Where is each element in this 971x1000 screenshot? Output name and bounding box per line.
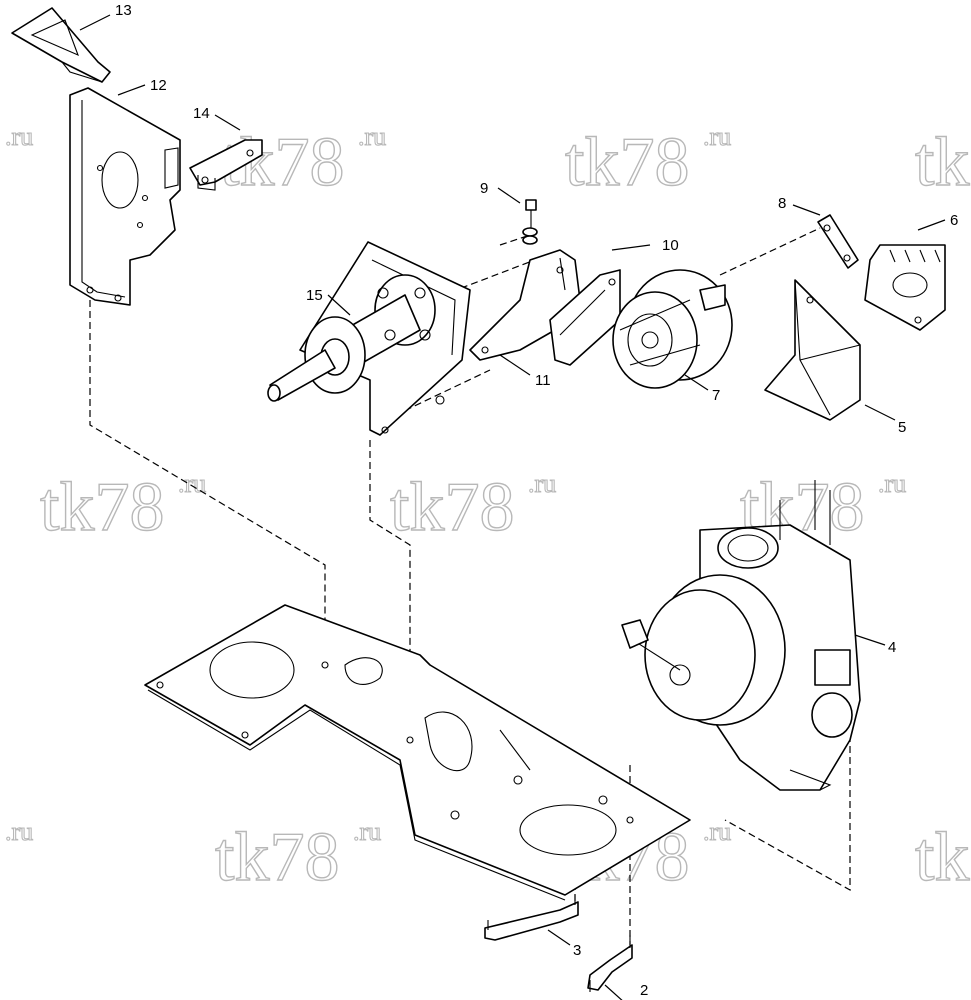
leader-lines xyxy=(79,14,946,1000)
part-6-slotted-plate xyxy=(864,244,946,331)
part-2-strap xyxy=(587,935,633,992)
svg-text:.ru: .ru xyxy=(5,817,33,846)
callout-15: 15 xyxy=(306,287,323,304)
part-13-gusset xyxy=(11,7,111,83)
watermark: tk78 xyxy=(914,123,971,201)
part-7-alternator xyxy=(612,269,733,389)
callout-14: 14 xyxy=(193,105,210,122)
svg-text:.ru: .ru xyxy=(703,817,731,846)
part-15-shaft-housing xyxy=(267,241,471,436)
callout-4: 4 xyxy=(888,639,896,656)
callout-13: 13 xyxy=(115,2,132,19)
part-9-bolt xyxy=(522,199,538,245)
svg-text:tk78: tk78 xyxy=(390,469,514,546)
svg-text:.ru: .ru xyxy=(528,469,556,498)
callout-10: 10 xyxy=(662,237,679,254)
part-14-bracket xyxy=(189,139,263,191)
part-12-mounting-plate xyxy=(69,87,181,306)
watermarks: tk78 .ru tk78 .ru tk78 .ru tk78 .ru tk78… xyxy=(4,121,971,896)
watermark: tk78 .ru xyxy=(564,121,731,201)
part-3-strap xyxy=(484,895,579,941)
svg-text:tk78: tk78 xyxy=(565,124,689,201)
svg-text:tk78: tk78 xyxy=(915,819,971,896)
svg-text:tk78: tk78 xyxy=(215,819,339,896)
callout-9: 9 xyxy=(480,180,488,197)
watermark: tk78 .ru xyxy=(214,816,381,896)
part-8-strap xyxy=(817,214,859,269)
callout-6: 6 xyxy=(950,212,958,229)
part-11-bracket xyxy=(469,249,581,361)
callout-12: 12 xyxy=(150,77,167,94)
callout-3: 3 xyxy=(573,942,581,959)
callout-8: 8 xyxy=(778,195,786,212)
callout-5: 5 xyxy=(898,419,906,436)
watermark: .ru xyxy=(4,121,33,151)
callout-labels: 13 12 14 9 10 15 11 7 8 6 5 4 3 2 xyxy=(115,2,958,999)
part-4-compressor xyxy=(621,480,861,791)
base-frame xyxy=(144,604,691,901)
watermark: tk78 .ru xyxy=(389,468,556,546)
svg-text:.ru: .ru xyxy=(358,122,386,151)
callout-2: 2 xyxy=(640,982,648,999)
svg-text:.ru: .ru xyxy=(178,469,206,498)
watermark: tk78 .ru xyxy=(39,468,206,546)
part-5-bracket-box xyxy=(764,279,861,421)
svg-text:.ru: .ru xyxy=(353,817,381,846)
svg-text:.ru: .ru xyxy=(5,122,33,151)
watermark: tk78 .ru xyxy=(4,816,971,896)
svg-text:.ru: .ru xyxy=(703,122,731,151)
svg-text:.ru: .ru xyxy=(878,469,906,498)
callout-7: 7 xyxy=(712,387,720,404)
svg-text:tk78: tk78 xyxy=(915,124,971,201)
callout-11: 11 xyxy=(535,372,551,389)
svg-text:tk78: tk78 xyxy=(40,469,164,546)
